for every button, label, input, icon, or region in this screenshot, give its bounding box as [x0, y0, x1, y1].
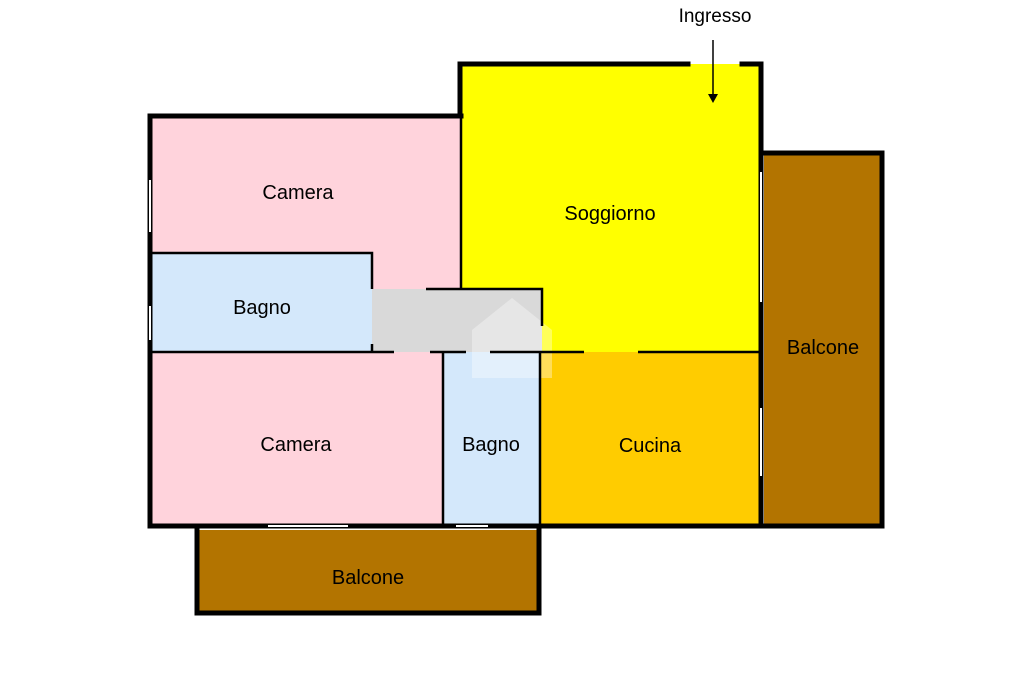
room-bagno-left [150, 253, 372, 352]
entrance-arrow [708, 40, 718, 103]
label-camera-bottom: Camera [260, 434, 332, 456]
windows [149, 172, 762, 527]
room-balcone-right [764, 153, 882, 526]
room-bagno-small [443, 352, 540, 526]
interior-walls [150, 116, 761, 526]
label-bagno-small: Bagno [462, 434, 520, 456]
label-soggiorno: Soggiorno [564, 203, 655, 225]
room-cucina [540, 352, 761, 526]
label-bagno-left: Bagno [233, 297, 291, 319]
label-balcone-right: Balcone [787, 337, 859, 359]
outer-walls [147, 61, 885, 616]
entrance-label: Ingresso [679, 6, 752, 27]
room-balcone-bottom [197, 530, 539, 613]
label-balcone-bottom: Balcone [332, 567, 404, 589]
label-cucina: Cucina [619, 435, 682, 457]
room-camera-bottom [150, 352, 443, 526]
label-camera-top: Camera [262, 182, 334, 204]
corridor [372, 289, 542, 352]
